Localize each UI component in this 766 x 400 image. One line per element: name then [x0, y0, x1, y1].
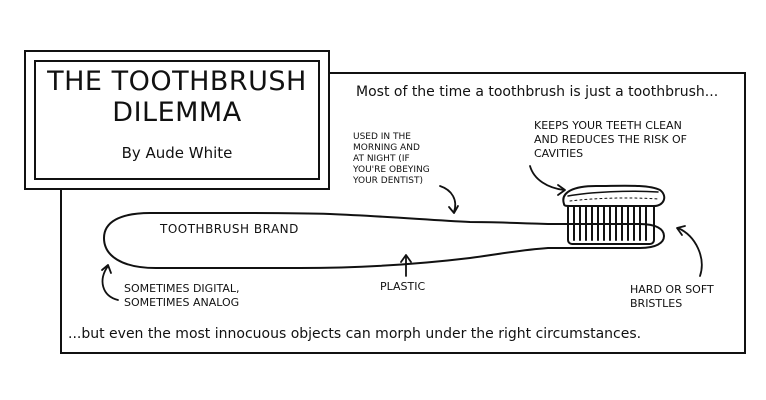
material-label: PLASTIC [380, 280, 426, 293]
author-credit: By Aude White [121, 144, 233, 162]
usage-label: USED IN THE MORNING AND AT NIGHT (IF YOU… [353, 132, 430, 186]
bristles-label: HARD OR SOFT BRISTLES [630, 283, 714, 310]
title-box-inner-border [34, 60, 320, 180]
brand-label: TOOTHBRUSH BRAND [160, 222, 299, 236]
toothpaste-label: KEEPS YOUR TEETH CLEAN AND REDUCES THE R… [534, 119, 687, 160]
toothpaste-icon [562, 184, 666, 207]
title-box: THE TOOTHBRUSH DILEMMA By Aude White [24, 50, 330, 190]
comic-title: THE TOOTHBRUSH DILEMMA [47, 66, 307, 128]
outro-caption: ...but even the most innocuous objects c… [68, 326, 642, 342]
bristles-icon [567, 199, 655, 245]
toothbrush-handle [103, 212, 665, 269]
intro-caption: Most of the time a toothbrush is just a … [356, 84, 719, 100]
arrow-icon [101, 165, 703, 301]
handle-type-label: SOMETIMES DIGITAL, SOMETIMES ANALOG [124, 282, 240, 309]
